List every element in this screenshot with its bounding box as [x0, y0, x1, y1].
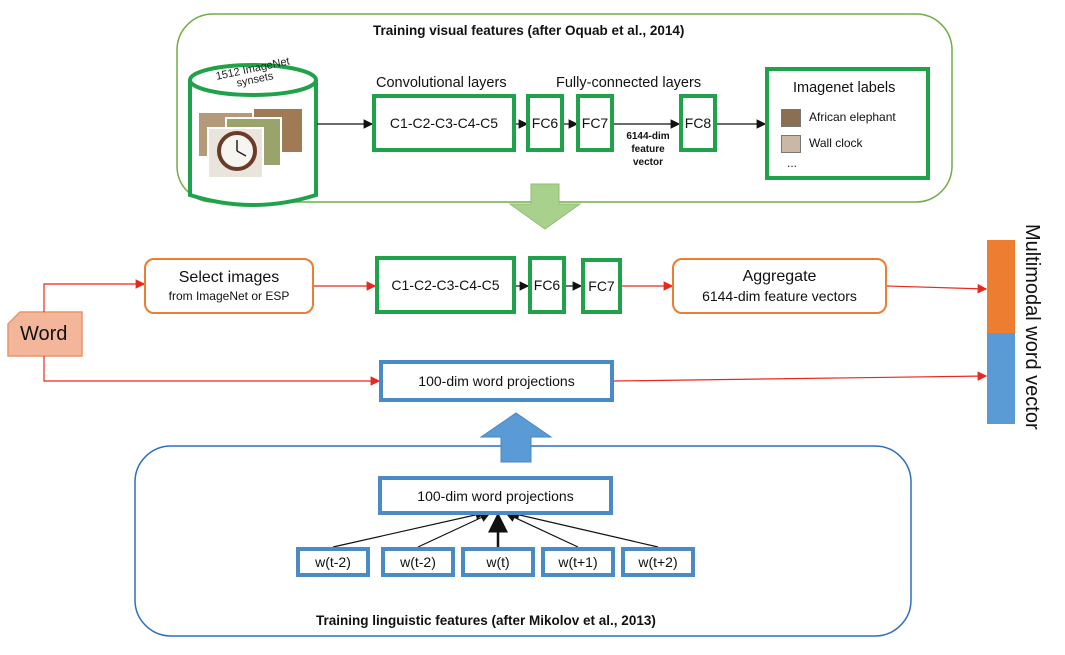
context-word-box: w(t-2): [381, 547, 455, 577]
label-item: Wall clock: [809, 136, 863, 150]
visual-panel-title: Training visual features (after Oquab et…: [373, 23, 685, 38]
fc-layers-header: Fully-connected layers: [556, 75, 702, 91]
label-item-ellipsis: ...: [787, 156, 798, 170]
up-arrow-linguistic: [479, 412, 553, 463]
multimodal-vector-visual-part: [987, 240, 1015, 333]
context-word-box: w(t-2): [296, 547, 370, 577]
linguistic-projection-box: 100-dim word projections: [378, 476, 613, 515]
label-item: African elephant: [809, 110, 896, 124]
middle-projection-box: 100-dim word projections: [379, 360, 614, 402]
top-fc8-box: FC8: [679, 94, 717, 152]
aggregate-title: Aggregate: [742, 268, 817, 285]
elephant-thumbnail-icon: [781, 109, 801, 127]
middle-fc7-box: FC7: [581, 258, 622, 314]
middle-fc6-box: FC6: [528, 256, 566, 314]
target-word-box: w(t): [461, 547, 535, 577]
clock-thumbnail-icon: [781, 135, 801, 153]
multimodal-vector-linguistic-part: [987, 333, 1015, 424]
feature-vector-note: 6144-dim feature vector: [626, 131, 670, 168]
middle-conv-box: C1-C2-C3-C4-C5: [375, 256, 516, 314]
aggregate-subtitle: 6144-dim feature vectors: [702, 288, 857, 304]
aggregate-box: Aggregate 6144-dim feature vectors: [672, 258, 887, 314]
imagenet-database-icon: [188, 63, 318, 207]
imagenet-labels-title: Imagenet labels: [793, 80, 896, 96]
multimodal-vector-label: Multimodal word vector: [1021, 224, 1043, 430]
select-images-title: Select images: [178, 269, 280, 286]
context-word-box: w(t+2): [621, 547, 695, 577]
top-conv-box: C1-C2-C3-C4-C5: [372, 94, 516, 152]
linguistic-panel-frame: [134, 445, 912, 637]
linguistic-panel-title: Training linguistic features (after Miko…: [316, 613, 656, 628]
select-images-subtitle: from ImageNet or ESP: [168, 289, 290, 303]
top-fc6-box: FC6: [526, 94, 564, 152]
context-word-box: w(t+1): [541, 547, 615, 577]
word-shape: [7, 311, 83, 357]
imagenet-labels-box: Imagenet labels African elephant Wall cl…: [765, 67, 930, 180]
down-arrow-visual: [508, 183, 582, 230]
conv-layers-header: Convolutional layers: [376, 75, 507, 91]
top-fc7-box: FC7: [576, 94, 614, 152]
visual-panel-frame: [176, 13, 953, 203]
select-images-box: Select images from ImageNet or ESP: [144, 258, 314, 314]
word-label: Word: [20, 323, 68, 345]
